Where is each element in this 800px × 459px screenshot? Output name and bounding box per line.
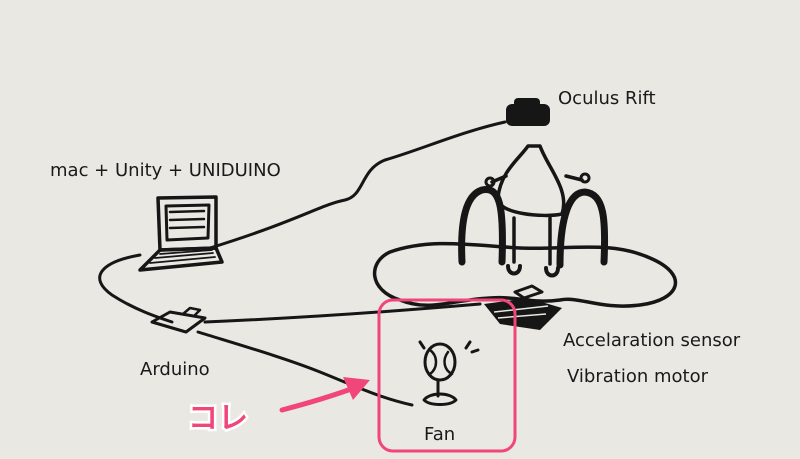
- label-vibration-motor: Vibration motor: [567, 366, 709, 387]
- seat-blob: [373, 241, 678, 308]
- arduino-board-icon: [150, 306, 207, 334]
- sensor-motor-icon: [484, 284, 562, 330]
- cable-arduino-to-fan: [196, 330, 414, 407]
- motion-seat: [373, 144, 678, 308]
- cable-mac-to-oculus: [208, 120, 507, 250]
- cables: [98, 120, 507, 407]
- label-oculus-rift: Oculus Rift: [558, 88, 656, 109]
- label-acceleration-sensor: Accelaration sensor: [563, 330, 741, 351]
- laptop-icon: [138, 195, 224, 272]
- callout-arrow: [279, 377, 370, 413]
- cable-mac-to-arduino: [98, 253, 174, 324]
- label-mac-unity-uniduino: mac + Unity + UNIDUINO: [50, 160, 281, 181]
- callout-text: コレ: [188, 401, 248, 436]
- fan-highlight-box: [377, 298, 517, 453]
- fan-icon: [418, 340, 480, 406]
- label-arduino: Arduino: [140, 359, 210, 380]
- cable-arduino-to-sensor: [203, 302, 482, 324]
- label-fan: Fan: [424, 424, 455, 445]
- oculus-headset-icon: [506, 98, 550, 126]
